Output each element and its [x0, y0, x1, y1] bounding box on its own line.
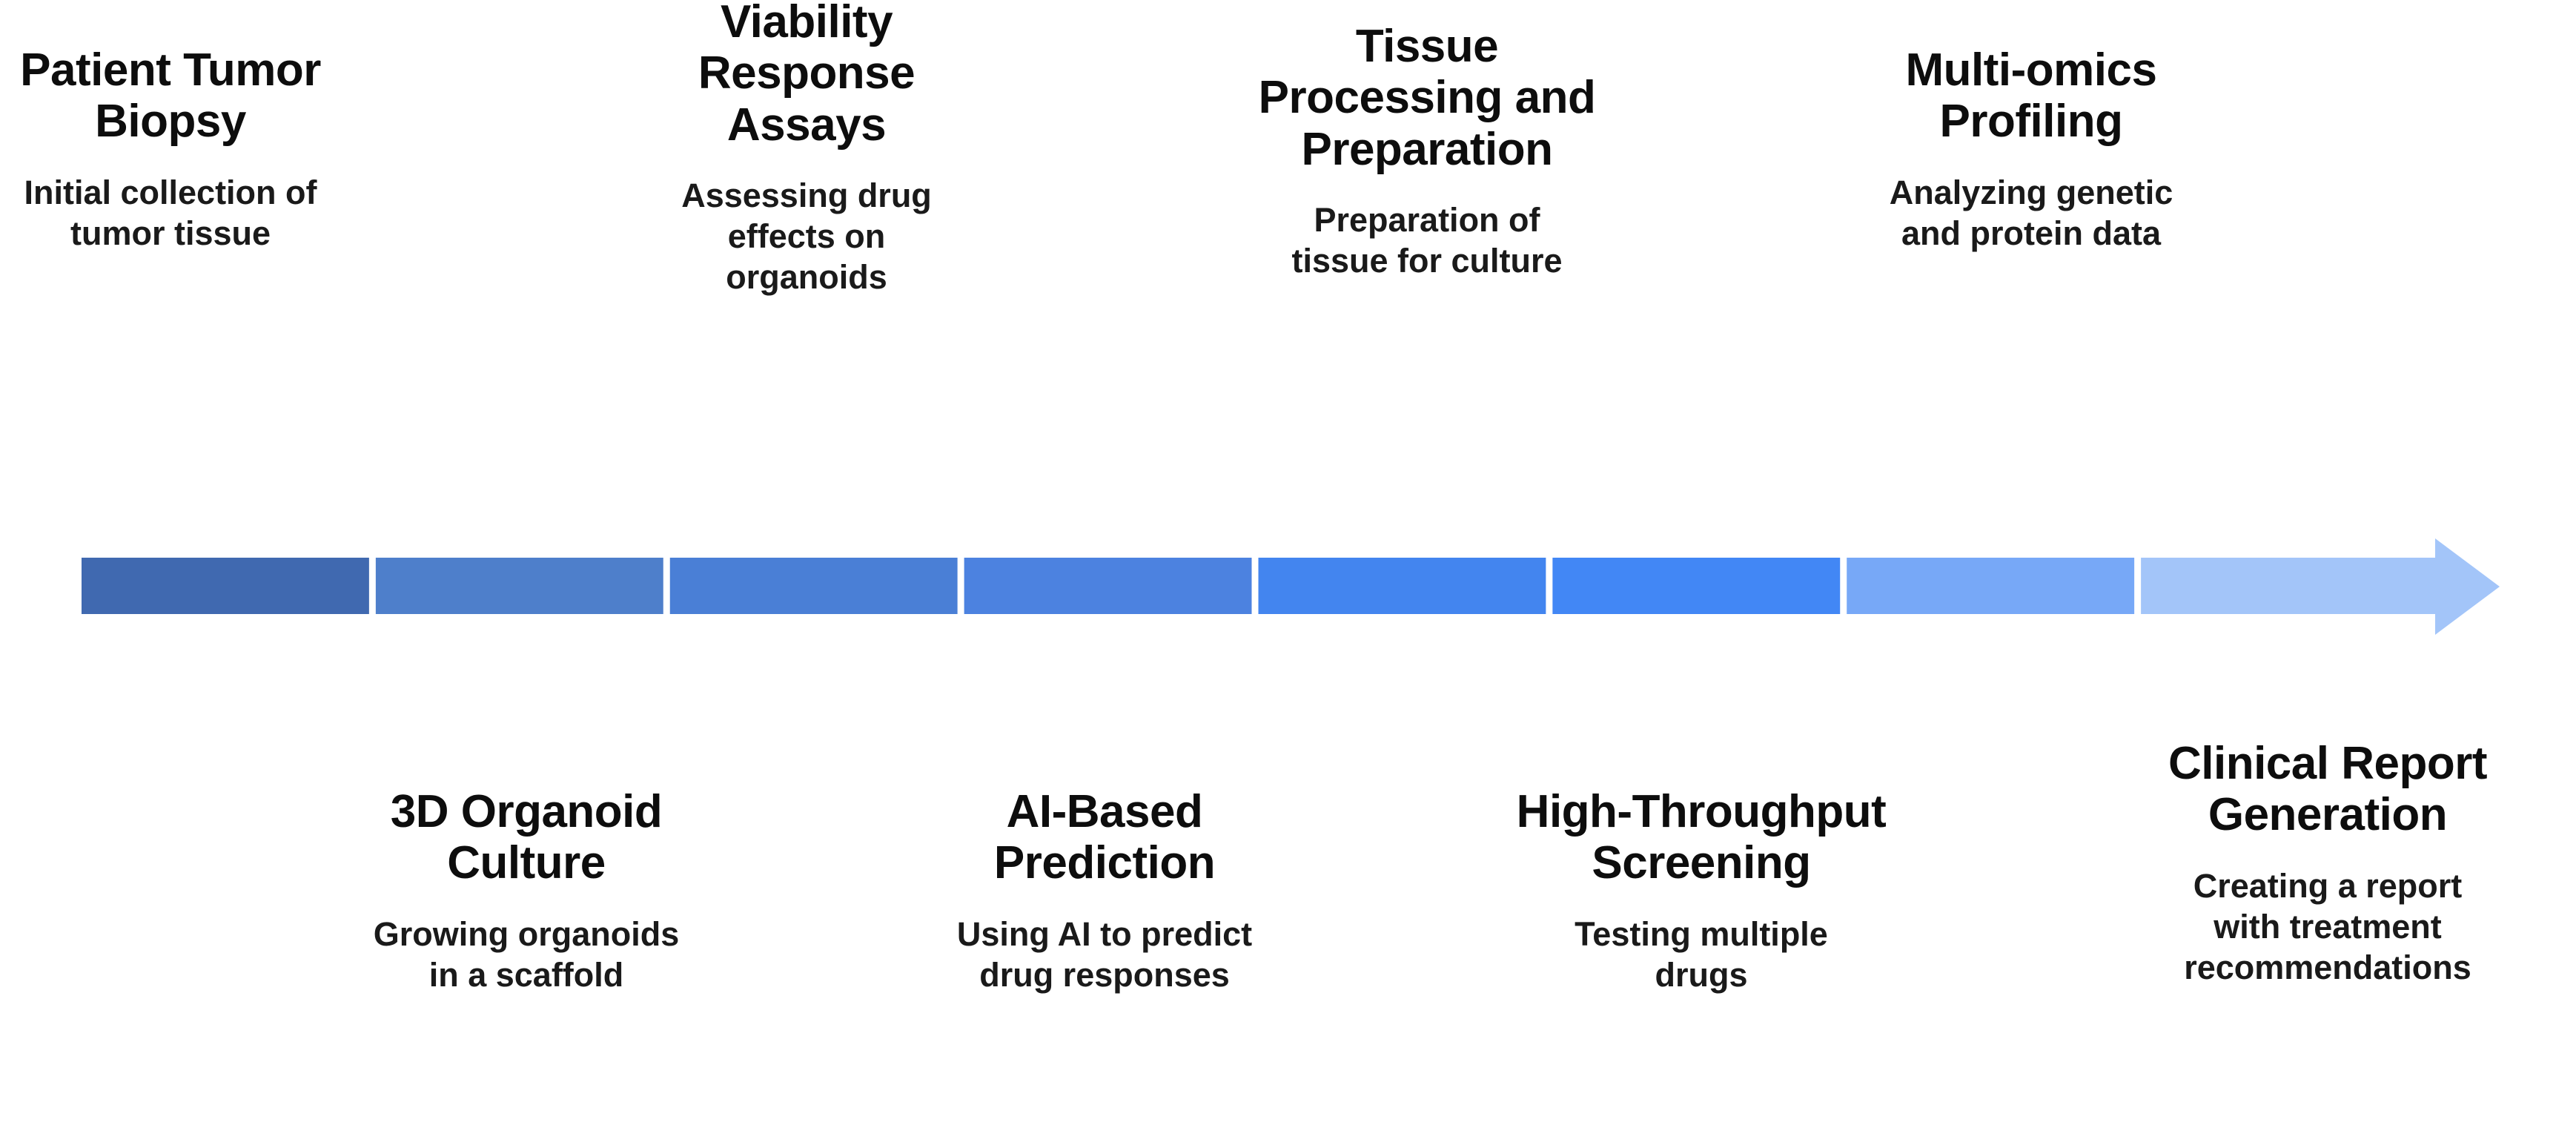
- stage-title: Patient Tumor Biopsy: [20, 44, 321, 148]
- arrow-segment-6: [1552, 558, 1841, 614]
- stage-description: Assessing drug effects on organoids: [681, 177, 932, 297]
- stage-title: AI-Based Prediction: [993, 786, 1216, 889]
- stage-description: Testing multiple drugs: [1575, 914, 1828, 994]
- stage-label-viability-response-assays: Viability Response Assays Assessing drug…: [614, 0, 999, 298]
- stage-description: Preparation of tissue for culture: [1291, 201, 1563, 280]
- stage-label-multi-omics-profiling: Multi-omics Profiling Analyzing genetic …: [1790, 44, 2272, 254]
- stage-description: Creating a report with treatment recomme…: [2184, 866, 2471, 986]
- arrow-segment-2: [375, 558, 663, 614]
- stage-title: Tissue Processing and Preparation: [1258, 21, 1596, 175]
- arrow-segment-5: [1258, 558, 1546, 614]
- stage-title: 3D Organoid Culture: [390, 786, 663, 889]
- stage-description: Analyzing genetic and protein data: [1889, 173, 2173, 252]
- arrow-segment-3: [669, 558, 958, 614]
- stage-label-high-throughput-screening: High-Throughput Screening Testing multip…: [1449, 786, 1953, 996]
- stage-title: Multi-omics Profiling: [1905, 44, 2157, 148]
- stage-label-ai-based-prediction: AI-Based Prediction Using AI to predict …: [875, 786, 1334, 996]
- arrow-segment-7: [1847, 558, 2135, 614]
- arrow-segment-1: [82, 558, 369, 614]
- stage-title: Viability Response Assays: [698, 0, 915, 151]
- stage-title: Clinical Report Generation: [2168, 738, 2488, 841]
- stage-description: Using AI to predict drug responses: [956, 914, 1253, 994]
- arrow-segment-4: [964, 558, 1252, 614]
- stage-title: High-Throughput Screening: [1516, 786, 1887, 889]
- stage-description: Initial collection of tumor tissue: [24, 173, 317, 252]
- stage-description: Growing organoids in a scaffold: [373, 914, 680, 994]
- stage-label-patient-tumor-biopsy: Patient Tumor Biopsy Initial collection …: [0, 44, 400, 254]
- stage-label-tissue-processing-and-preparation: Tissue Processing and Preparation Prepar…: [1186, 21, 1668, 282]
- stage-label-clinical-report-generation: Clinical Report Generation Creating a re…: [2072, 738, 2576, 989]
- arrow-segment-8: [2141, 538, 2500, 635]
- stage-label-3d-organoid-culture: 3D Organoid Culture Growing organoids in…: [297, 786, 756, 996]
